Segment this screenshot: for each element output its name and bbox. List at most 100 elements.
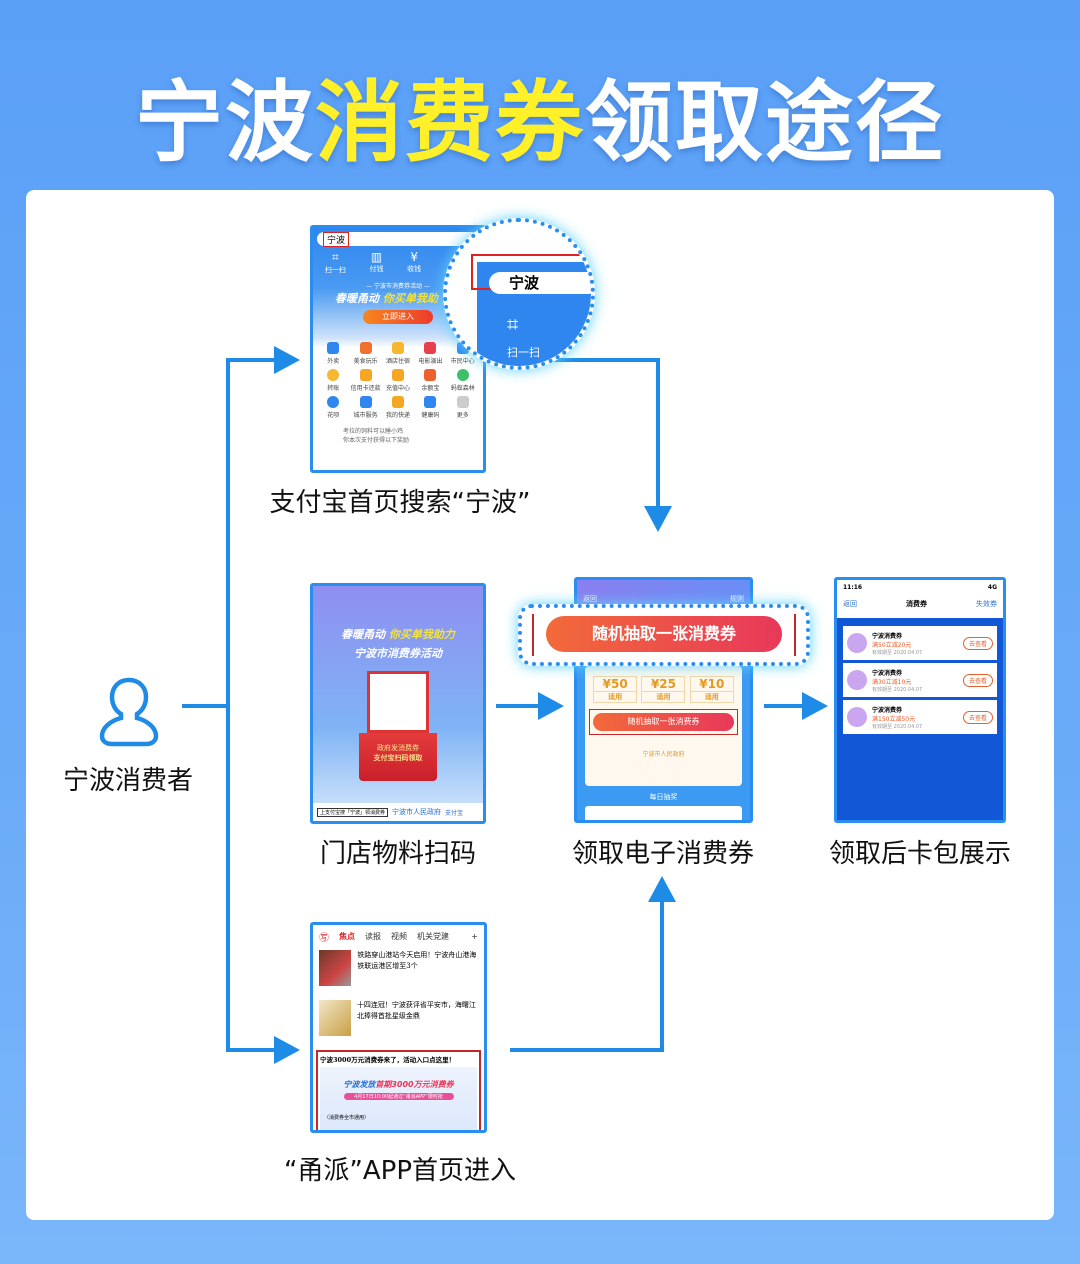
promo-title: 宁波3000万元消费券来了，活动入口点这里！: [320, 1056, 456, 1064]
wallet-coupon[interactable]: 宁波消费券满50立减20元有效期至 2020.04.07 去查看: [843, 626, 997, 660]
action-label: 收钱: [407, 265, 422, 273]
envelope-text: 政府发消费券: [377, 744, 419, 752]
use-text: 适用: [690, 691, 733, 702]
banner-date: 4月17日10:00起通过“甬派APP”限时抢: [343, 1093, 454, 1100]
banner-title: 春暖甬动: [335, 292, 379, 305]
connector: [510, 1048, 664, 1052]
expired-link[interactable]: 失效券: [976, 600, 997, 608]
store-poster: 春暖甬动 你买单我助力 宁波市消费券活动 政府发消费券支付宝扫码领取 上支付宝搜…: [310, 583, 486, 824]
coupon-date: 有效期至 2020.04.07: [872, 686, 923, 693]
search-input[interactable]: 宁波: [323, 232, 350, 247]
enter-now-button[interactable]: 立即进入: [363, 310, 433, 324]
back-link[interactable]: 返回: [843, 600, 857, 608]
notice-line: 你本次支付获得以下奖励: [343, 437, 410, 444]
app-icon: [391, 396, 404, 408]
app-label: 健康码: [421, 412, 440, 419]
news-title: 十四连冠！宁波获评省平安市，海曙江北捧得首批星级金鼎: [356, 1001, 476, 1020]
consumer-label: 宁波消费者: [62, 766, 193, 796]
app-label: 信用卡还款: [350, 385, 381, 392]
app-item[interactable]: 美食玩乐: [349, 342, 381, 365]
status-signal: 4G: [987, 584, 997, 591]
poster-headline-hl: 你买单我助力: [388, 628, 455, 641]
connector: [226, 358, 276, 362]
coupon-name: 宁波消费券: [872, 669, 903, 677]
promo-block[interactable]: 宁波3000万元消费券来了，活动入口点这里！ 宁波发放首期3000万元消费券 4…: [316, 1050, 481, 1130]
title-highlight: 消费券: [314, 71, 585, 174]
app-item[interactable]: 充值中心: [382, 369, 414, 392]
tab-focus[interactable]: 焦点: [339, 932, 355, 941]
app-item[interactable]: 健康码: [414, 396, 446, 419]
poster-org: 宁波市人民政府: [392, 808, 442, 816]
app-label: 更多: [456, 412, 469, 419]
back-link[interactable]: 返回: [583, 595, 597, 603]
scan-icon: ⌗: [507, 312, 519, 336]
app-item[interactable]: 城市服务: [349, 396, 381, 419]
view-coupon-button[interactable]: 去查看: [962, 636, 993, 650]
app-item[interactable]: 余额宝: [414, 369, 446, 392]
magnified-search-text: 宁波: [509, 274, 540, 292]
app-item[interactable]: 我的快递: [382, 396, 414, 419]
add-tab-icon[interactable]: +: [471, 932, 478, 941]
banner-text: 宁波发放: [343, 1080, 376, 1089]
amount-text: ¥25: [650, 677, 677, 691]
draw-coupon-button[interactable]: 随机抽取一张消费券: [593, 713, 734, 731]
status-time: 11:16: [843, 584, 863, 591]
app-item[interactable]: 信用卡还款: [349, 369, 381, 392]
view-coupon-button[interactable]: 去查看: [962, 710, 993, 724]
app-icon: [359, 369, 372, 381]
tab-video[interactable]: 视频: [391, 932, 407, 941]
app-item[interactable]: 外卖: [317, 342, 349, 365]
connector: [660, 900, 664, 1052]
rules-link[interactable]: 规则: [730, 595, 744, 603]
app-icon: [456, 396, 469, 408]
news-item[interactable]: 铁路穿山港站今天启用！宁波舟山港海铁联运港区增至3个: [313, 948, 484, 998]
app-item[interactable]: 更多: [447, 396, 479, 419]
title-part1: 宁波: [134, 71, 315, 174]
wallet-coupon[interactable]: 宁波消费券满150立减50元有效期至 2020.04.07 去查看: [843, 700, 997, 734]
app-label: 电影演出: [418, 358, 443, 365]
red-envelope: 政府发消费券支付宝扫码领取: [359, 733, 437, 781]
app-item[interactable]: 花呗: [317, 396, 349, 419]
coupon-date: 有效期至 2020.04.07: [872, 723, 923, 730]
magnified-action: 扫一扫: [507, 346, 540, 359]
daily-draw-label: 每日抽奖: [649, 793, 678, 801]
app-label: 市民中心: [450, 358, 475, 365]
app-label: 我的快递: [385, 412, 410, 419]
tab-newspaper[interactable]: 读报: [365, 932, 381, 941]
coupon-rule: 满150立减50元: [872, 715, 916, 723]
poster-caption: 门店物料扫码: [319, 839, 476, 869]
amount-text: ¥50: [602, 677, 628, 691]
app-icon: [327, 342, 340, 354]
app-label: 余额宝: [421, 385, 440, 392]
news-thumbnail: [319, 1000, 351, 1036]
app-icon: [359, 396, 372, 408]
app-label: 外卖: [327, 358, 340, 365]
wallet-coupon[interactable]: 宁波消费券满30立减10元有效期至 2020.04.07 去查看: [843, 663, 997, 697]
app-label: 城市服务: [353, 412, 378, 419]
arrow-right-icon: [802, 692, 828, 720]
receive-action[interactable]: ¥收钱: [407, 250, 421, 275]
view-coupon-button[interactable]: 去查看: [962, 673, 993, 687]
banner-text: 首期3000万元消费券: [375, 1080, 454, 1089]
news-title: 铁路穿山港站今天启用！宁波舟山港海铁联运港区增至3个: [357, 951, 477, 970]
banner-title2: 你买单我助: [382, 292, 438, 305]
coupon-rule: 满30立减10元: [872, 678, 912, 686]
app-item[interactable]: 电影演出: [414, 342, 446, 365]
app-item[interactable]: 蚂蚁森林: [447, 369, 479, 392]
pay-action[interactable]: ▥付钱: [369, 250, 383, 275]
coupon-logo-icon: [847, 633, 867, 653]
arrow-right-icon: [538, 692, 564, 720]
app-logo-icon: ㊢: [319, 933, 329, 944]
app-item[interactable]: 酒店住宿: [382, 342, 414, 365]
tab-party[interactable]: 机关党建: [417, 932, 449, 941]
app-grid: 外卖 美食玩乐 酒店住宿 电影演出 市民中心 转账 信用卡还款 充值中心 余额宝…: [313, 338, 483, 423]
magnifier: 宁波 ⌗ 扫一扫: [443, 218, 595, 370]
app-icon: [327, 369, 340, 381]
notice-line: 考拉的饲料可以睡小鸡: [343, 428, 404, 435]
news-thumbnail: [319, 950, 352, 986]
draw-coupon-button-magnified[interactable]: 随机抽取一张消费券: [546, 616, 782, 652]
news-item[interactable]: 十四连冠！宁波获评省平安市，海曙江北捧得首批星级金鼎: [313, 998, 484, 1050]
scan-action[interactable]: ⌗扫一扫: [325, 250, 346, 275]
app-item[interactable]: 转账: [317, 369, 349, 392]
